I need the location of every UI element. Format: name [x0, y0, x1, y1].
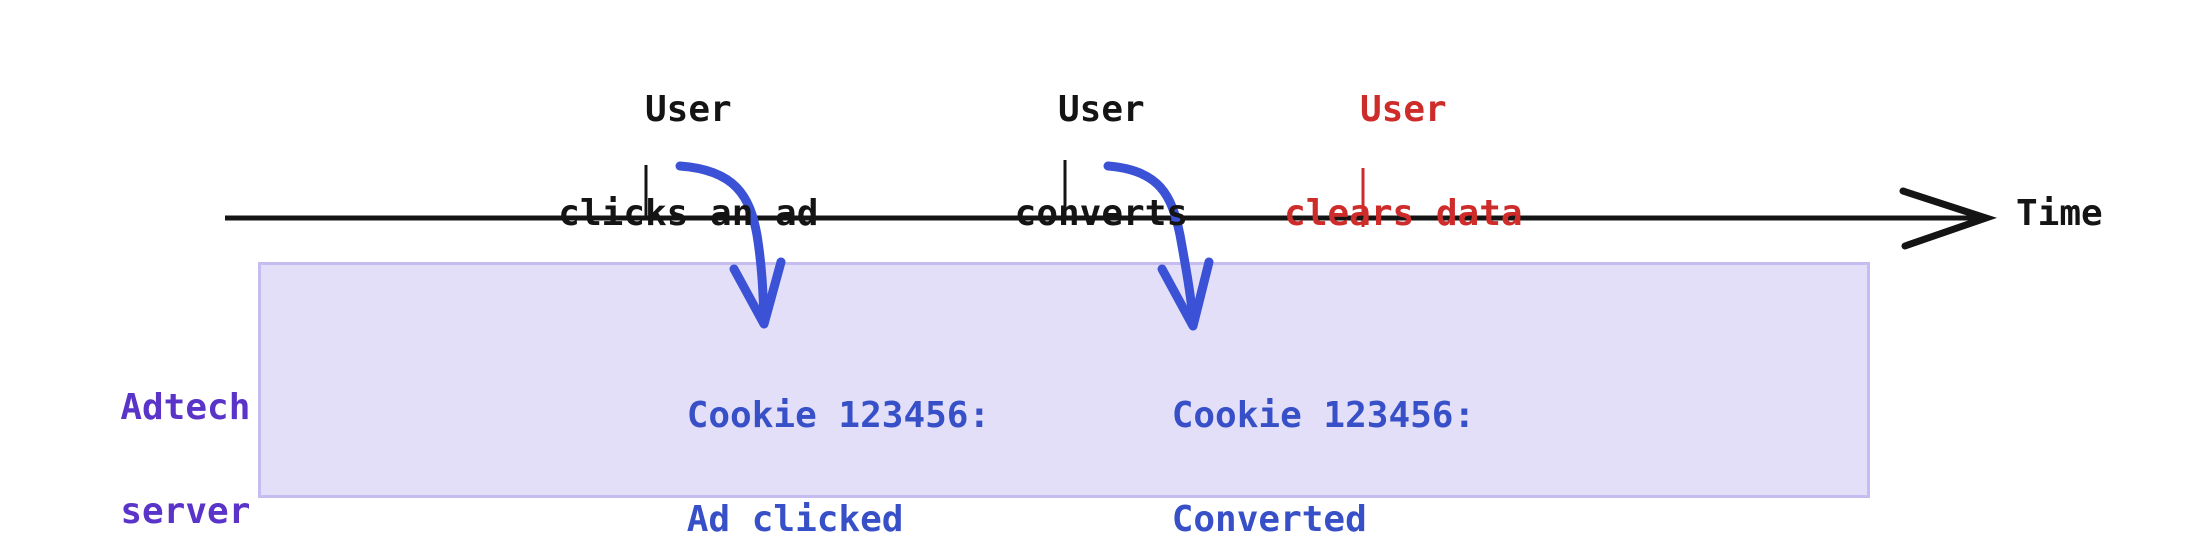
cookie-record-clicked: Cookie 123456: Ad clicked [600, 338, 990, 534]
adtech-server-box [258, 262, 1870, 498]
adtech-server-label-line2: server [120, 491, 251, 532]
event-label-clear-line1: User [1360, 89, 1447, 130]
event-label-convert-line1: User [1058, 89, 1145, 130]
flow-arrowhead-click-icon [729, 257, 786, 329]
event-label-convert: User converts [928, 32, 1188, 292]
event-label-clear: User clears data [1197, 32, 1522, 292]
flow-arrow-click-icon [675, 161, 769, 323]
event-label-click-line2: clicks an ad [558, 193, 819, 234]
event-label-click: User clicks an ad [472, 32, 819, 292]
timeline-arrowhead-icon [1899, 187, 1998, 250]
event-label-clear-line2: clears data [1284, 193, 1523, 234]
adtech-server-label-line1: Adtech [120, 387, 251, 428]
cookie-record-converted: Cookie 123456: Converted [1085, 338, 1475, 534]
event-label-click-line1: User [644, 89, 732, 130]
adtech-server-label: Adtech server [34, 330, 251, 534]
cookie-record-clicked-line2: Ad clicked [686, 499, 904, 534]
time-axis-label: Time [2016, 193, 2103, 234]
cookie-record-converted-line2: Converted [1171, 499, 1367, 534]
cookie-record-converted-line1: Cookie 123456: [1171, 395, 1476, 436]
flow-arrow-convert-icon [1103, 161, 1198, 325]
cookie-record-clicked-line1: Cookie 123456: [686, 395, 991, 436]
flow-arrowhead-convert-icon [1157, 257, 1214, 331]
event-label-convert-line2: converts [1014, 193, 1189, 234]
